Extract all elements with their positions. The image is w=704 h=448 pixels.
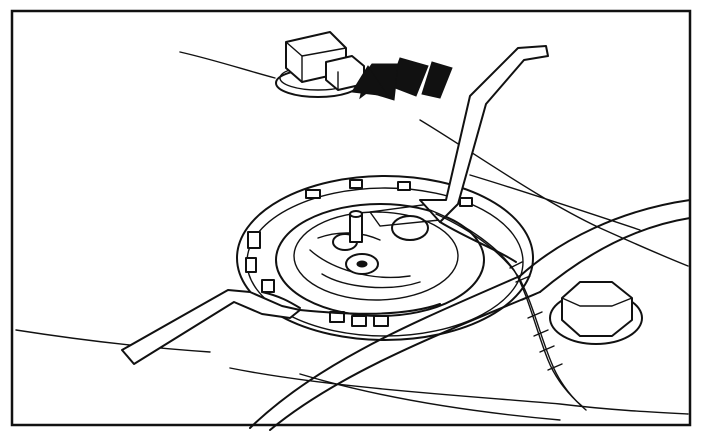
lock-ring [236,175,534,341]
electrical-connector [275,31,365,98]
lead-wire [429,209,587,411]
rotation-arrow-icon [351,57,453,101]
drain-plug [549,281,643,345]
spanner-tool [121,45,549,365]
pump-internals [309,203,441,289]
